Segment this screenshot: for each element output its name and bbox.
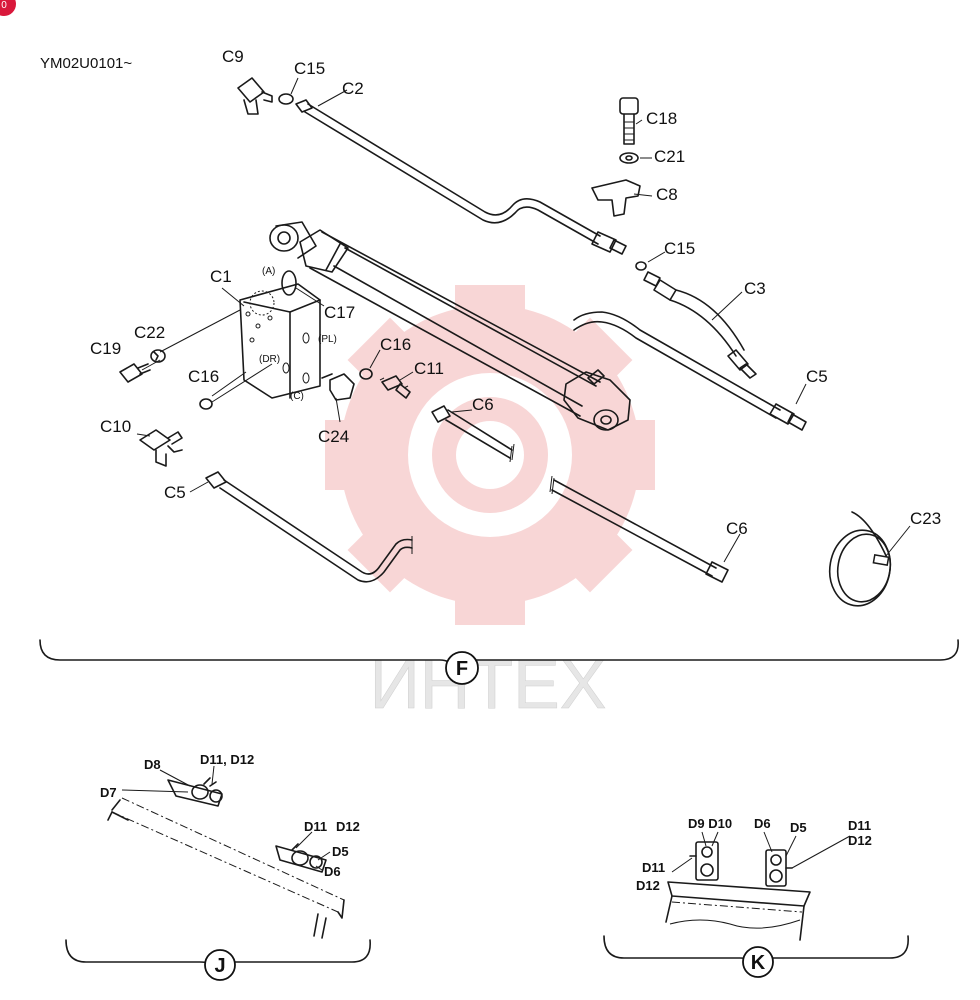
label-k-d12-right: D12 (848, 833, 872, 848)
group-j-marker: J (204, 949, 236, 981)
pipe-c5-left (205, 471, 413, 583)
label-c22: C22 (134, 323, 165, 342)
label-c18: C18 (646, 109, 677, 128)
label-c16-left: C16 (188, 367, 219, 386)
leader-lines-f (136, 77, 911, 563)
clamp-upper (167, 777, 223, 807)
label-c24: C24 (318, 427, 349, 446)
washer-c21 (619, 152, 639, 164)
model-code: YM02U0101~ (40, 55, 132, 72)
label-j-d5: D5 (332, 844, 349, 859)
watermark-text: ИНТЕХ (369, 645, 606, 723)
pipe-c6-lower (549, 475, 729, 583)
valve-block-c1 (239, 283, 321, 399)
port-c-label: (C) (290, 391, 304, 402)
section-j: D7 D8 D11, D12 D11 D12 D5 D6 J (65, 752, 371, 981)
svg-text:J: J (214, 955, 225, 977)
label-k-d9-d10: D9 D10 (688, 816, 732, 831)
bracket-c8 (591, 179, 641, 217)
label-c1: C1 (210, 267, 232, 286)
label-c15-right: C15 (664, 239, 695, 258)
label-c19: C19 (90, 339, 121, 358)
label-c23: C23 (910, 509, 941, 528)
oring-c17 (281, 270, 297, 296)
clamp-k-right (765, 849, 793, 887)
watermark-gear-icon (325, 285, 655, 625)
section-k: D9 D10 D6 D5 D11 D12 D11 D12 K (603, 816, 909, 978)
label-k-d11-left: D11 (642, 860, 665, 875)
label-c8: C8 (656, 185, 678, 204)
label-c21: C21 (654, 147, 685, 166)
label-k-d11-right: D11 (848, 818, 871, 833)
oring-c15-top (278, 93, 294, 105)
pipe-c2 (295, 99, 627, 255)
label-j-d7: D7 (100, 785, 117, 800)
corner-badge: 0 (0, 0, 16, 16)
fitting-c9 (237, 77, 273, 115)
plug-c19 (119, 363, 151, 383)
label-c5-left: C5 (164, 483, 186, 502)
label-c16-center: C16 (380, 335, 411, 354)
label-c15-top: C15 (294, 59, 325, 78)
label-c10: C10 (100, 417, 131, 436)
label-c11: C11 (414, 359, 444, 378)
hydraulic-cylinder (269, 221, 631, 431)
pipe-c5-right (573, 311, 807, 431)
label-c3: C3 (744, 279, 766, 298)
label-j-d8: D8 (144, 757, 161, 772)
clamp-lower (275, 843, 327, 873)
svg-text:F: F (456, 658, 468, 680)
clip-c22 (150, 349, 166, 363)
label-c6-lower: C6 (726, 519, 748, 538)
svg-text:K: K (751, 952, 766, 974)
label-c2: C2 (342, 79, 364, 98)
hose-c3 (643, 271, 757, 379)
label-c17: C17 (324, 303, 355, 322)
label-k-d5: D5 (790, 820, 807, 835)
port-a-label: (A) (262, 266, 275, 277)
clamp-k-left (689, 841, 719, 881)
oring-c16-center (359, 368, 373, 380)
svg-text:0: 0 (1, 0, 7, 11)
label-j-d12: D12 (336, 819, 360, 834)
group-k-marker: K (742, 946, 774, 978)
label-j-d11: D11 (304, 819, 327, 834)
label-j-d6: D6 (324, 864, 341, 879)
section-f: (A) (PL) (DR) (C) (39, 47, 959, 685)
label-j-d11-d12: D11, D12 (200, 752, 254, 767)
port-dr-label: (DR) (259, 354, 280, 365)
elbow-c24 (321, 373, 355, 401)
label-c5-right: C5 (806, 367, 828, 386)
fitting-c10 (139, 429, 183, 467)
oring-c16-left (199, 398, 213, 410)
adapter-c11 (379, 375, 411, 399)
label-k-d6: D6 (754, 816, 771, 831)
label-c6-upper: C6 (472, 395, 494, 414)
group-f-marker: F (445, 651, 479, 685)
label-k-d12-left: D12 (636, 878, 660, 893)
cable-tie-c23 (828, 511, 892, 607)
port-pl-label: (PL) (318, 334, 337, 345)
label-c9: C9 (222, 47, 244, 66)
pipe-c6-upper (431, 405, 515, 463)
bolt-c18 (619, 97, 639, 145)
oring-c15-right (635, 261, 647, 271)
